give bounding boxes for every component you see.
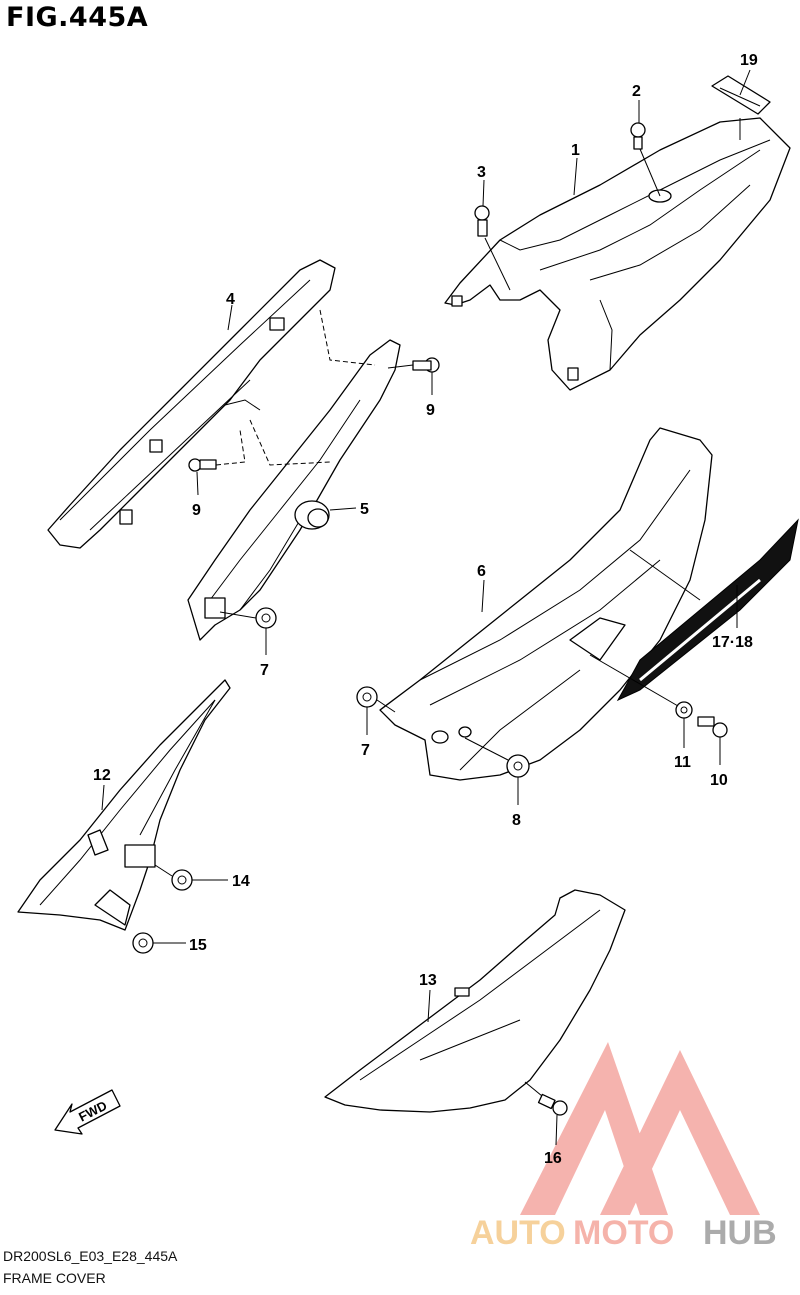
grommet-14 bbox=[154, 864, 228, 891]
washer-11-bolt-10 bbox=[589, 654, 728, 765]
grommet-8 bbox=[464, 737, 530, 805]
watermark-moto: MOTO bbox=[573, 1214, 674, 1252]
callout-2: 2 bbox=[632, 83, 641, 100]
part-12-bracket bbox=[17, 679, 231, 931]
callout-17-18: 17·18 bbox=[712, 634, 753, 651]
decal-19 bbox=[711, 69, 771, 140]
watermark-triangle bbox=[520, 1042, 760, 1215]
callout-12: 12 bbox=[93, 767, 111, 784]
callout-19: 19 bbox=[740, 52, 758, 69]
callout-15: 15 bbox=[189, 937, 207, 954]
bolt-9-left bbox=[188, 429, 246, 496]
grommet-15 bbox=[132, 932, 186, 954]
part-6-side-cover bbox=[379, 427, 713, 781]
callout-7-lower: 7 bbox=[361, 742, 370, 759]
callout-6: 6 bbox=[477, 563, 486, 580]
callout-16: 16 bbox=[544, 1150, 562, 1167]
callout-1: 1 bbox=[571, 142, 580, 159]
part-13-side-cover bbox=[324, 889, 626, 1113]
watermark-auto: AUTO bbox=[470, 1214, 566, 1252]
callout-4: 4 bbox=[226, 291, 235, 308]
grommet-7-lower bbox=[356, 686, 396, 735]
bolt-3 bbox=[474, 179, 511, 291]
watermark-hub: HUB bbox=[703, 1214, 777, 1252]
bolt-9-right bbox=[387, 357, 440, 395]
callout-3: 3 bbox=[477, 164, 486, 181]
part-1-rear-cover bbox=[444, 117, 791, 391]
decal-17-18 bbox=[616, 518, 799, 702]
callout-13: 13 bbox=[419, 972, 437, 989]
diagram-code: DR200SL6_E03_E28_445A bbox=[3, 1248, 178, 1264]
callout-7-upper: 7 bbox=[260, 662, 269, 679]
callout-9-right: 9 bbox=[426, 402, 435, 419]
callout-11: 11 bbox=[674, 754, 691, 771]
part-4-frame-cover bbox=[47, 259, 336, 549]
bolt-16 bbox=[524, 1081, 568, 1146]
part-5-frame-cover bbox=[187, 309, 401, 641]
callout-9-left: 9 bbox=[192, 502, 201, 519]
grommet-7-upper bbox=[219, 607, 277, 655]
callout-8: 8 bbox=[512, 812, 521, 829]
diagram-name: FRAME COVER bbox=[3, 1270, 106, 1286]
fwd-arrow-icon: FWD bbox=[54, 1089, 121, 1135]
callout-5: 5 bbox=[360, 501, 369, 518]
watermark-logo: AUTO MOTO HUB bbox=[470, 1042, 777, 1252]
figure-title: FIG.445A bbox=[6, 2, 149, 33]
bolt-2 bbox=[630, 100, 661, 197]
callout-14: 14 bbox=[232, 873, 250, 890]
callout-10: 10 bbox=[710, 772, 728, 789]
